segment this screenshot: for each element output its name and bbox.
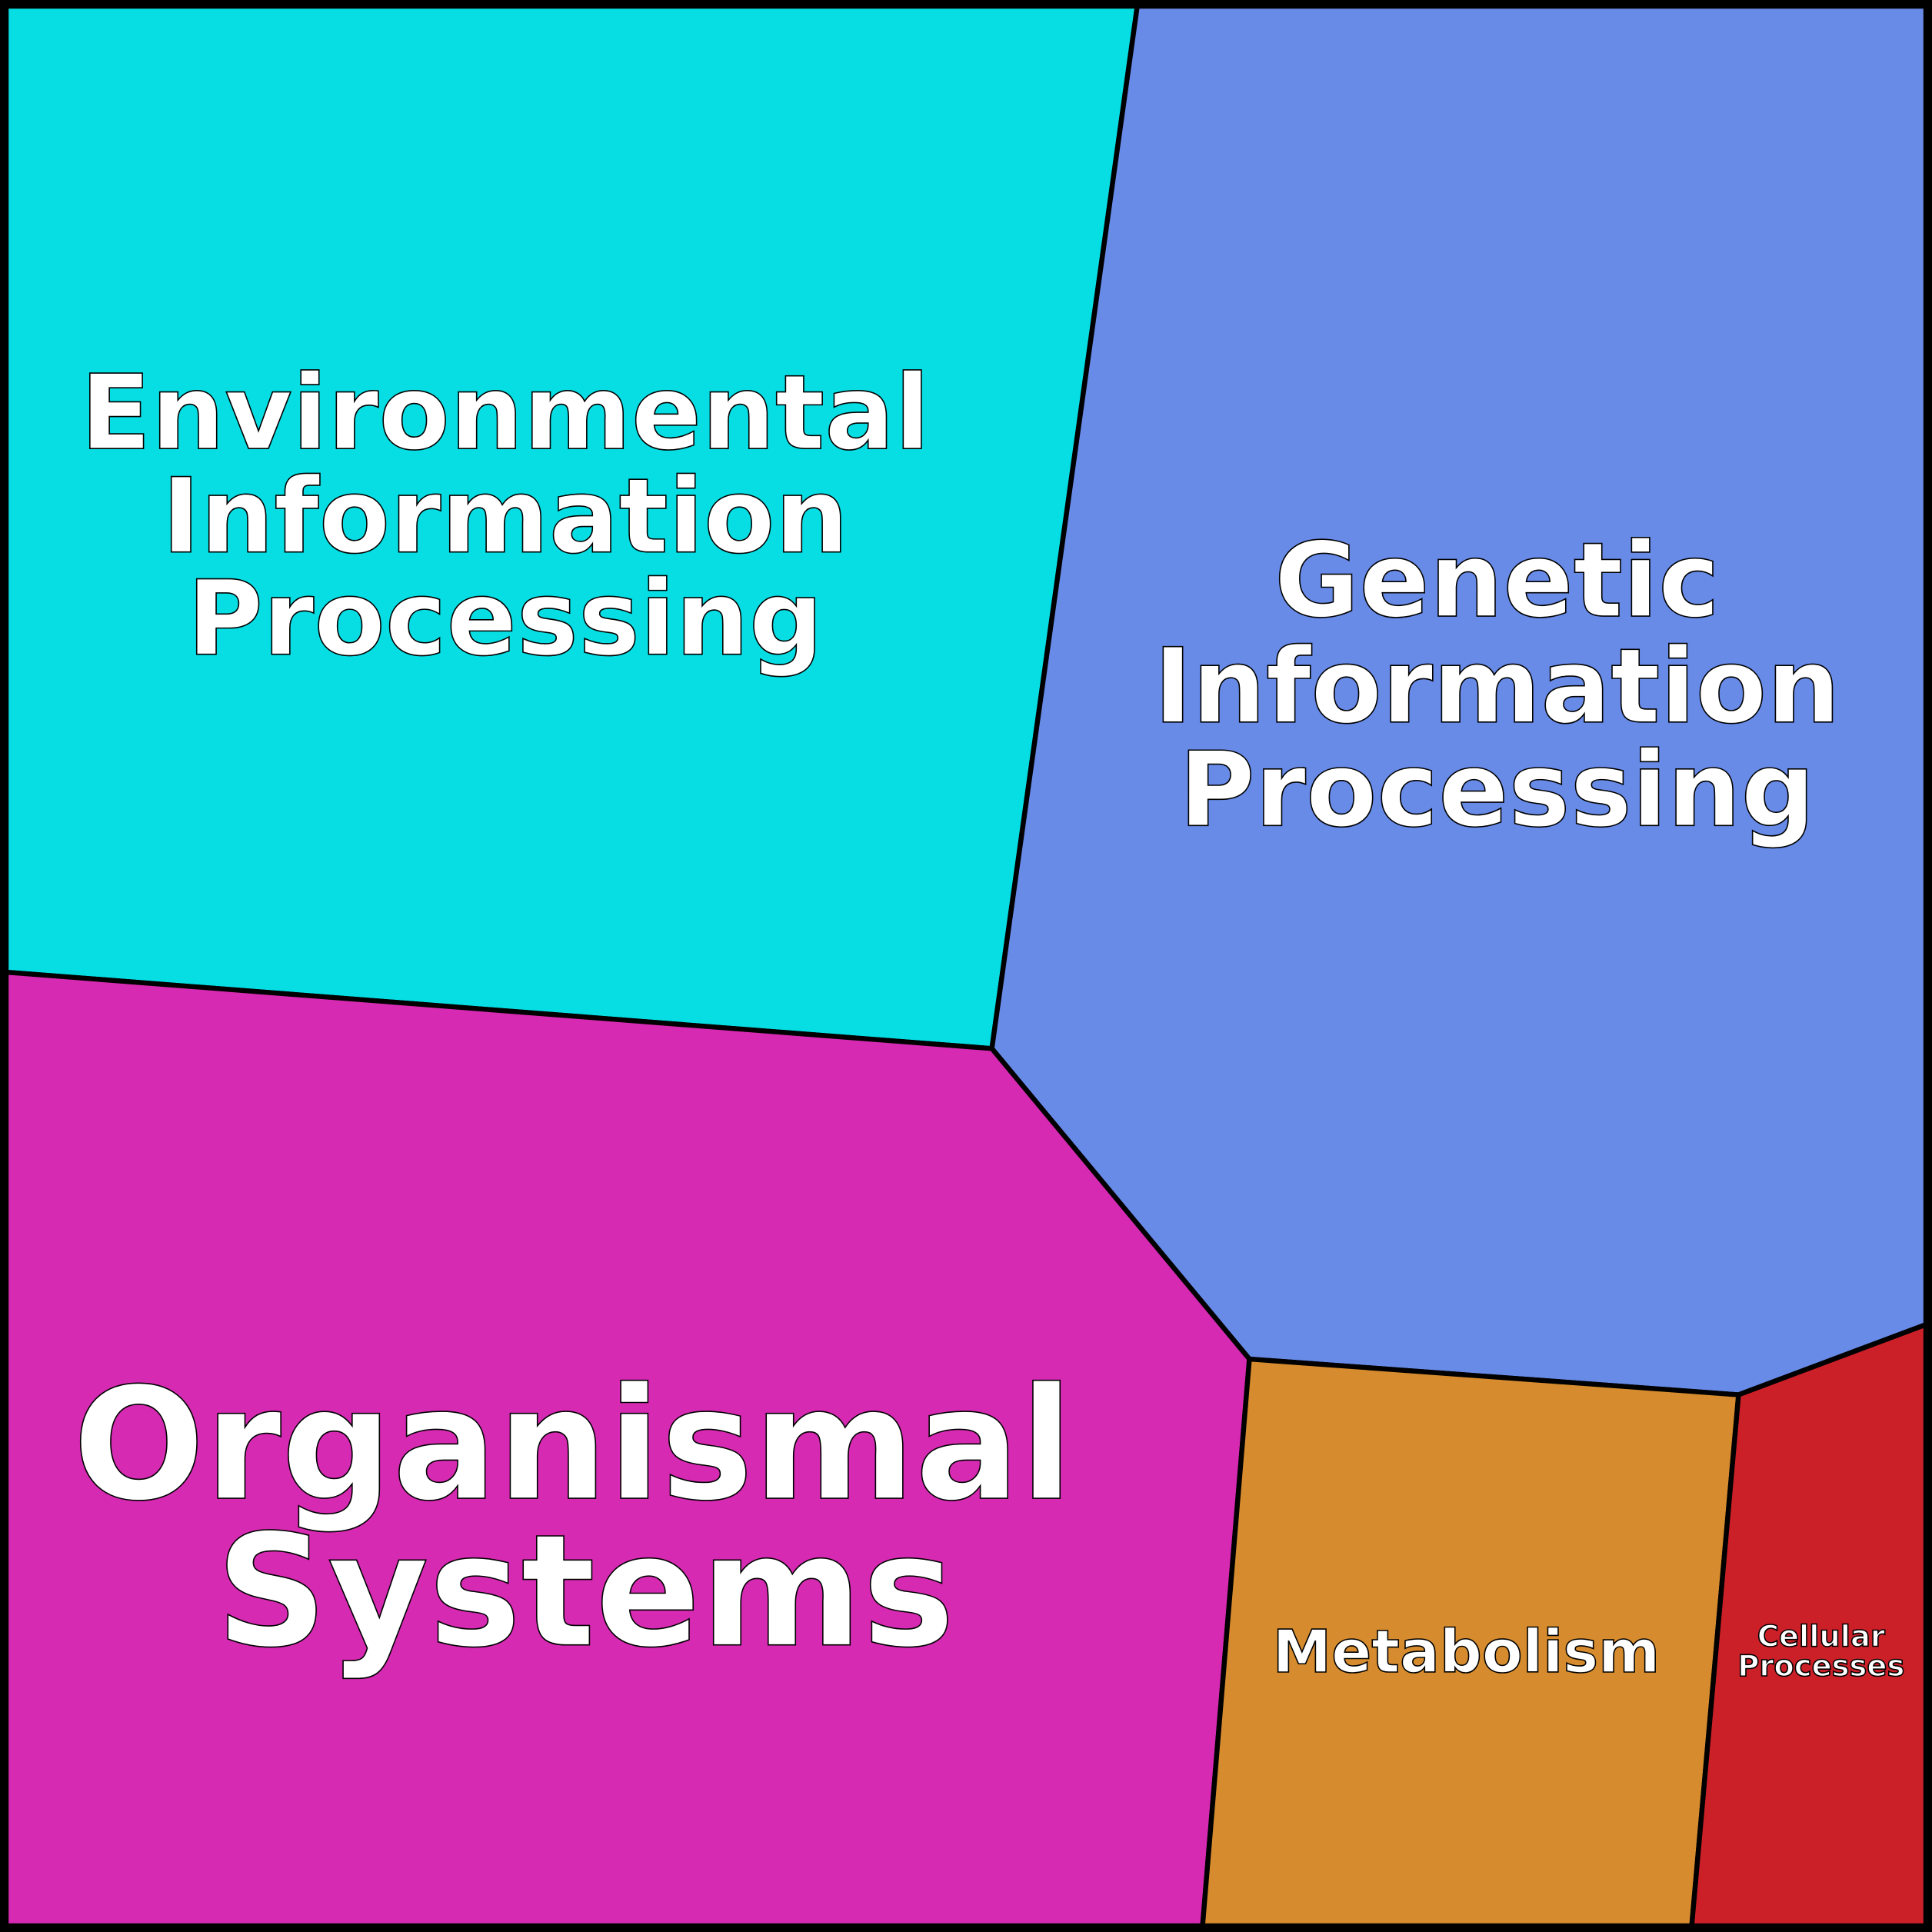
label-cellular-processes: Cellular Processes bbox=[1737, 1619, 1905, 1684]
label-line: Organismal bbox=[73, 1354, 1074, 1535]
label-genetic-information-processing: Genetic Information Processing bbox=[1153, 519, 1841, 851]
label-line: Systems bbox=[216, 1501, 955, 1682]
label-line: Processes bbox=[1737, 1649, 1904, 1684]
label-organismal-systems: Organismal Systems bbox=[72, 1354, 1074, 1682]
label-line: Information bbox=[1154, 626, 1840, 747]
label-line: Environmental bbox=[80, 352, 930, 473]
label-line: Processing bbox=[1179, 729, 1815, 850]
label-line: Metabolism bbox=[1273, 1618, 1661, 1687]
label-line: Cellular bbox=[1757, 1619, 1885, 1654]
label-line: Genetic bbox=[1274, 520, 1720, 641]
label-metabolism: Metabolism bbox=[1272, 1617, 1661, 1687]
label-environmental-information-processing: Environmental Information Processing bbox=[80, 351, 931, 679]
label-line: Processing bbox=[187, 558, 823, 679]
label-line: Information bbox=[162, 456, 848, 577]
